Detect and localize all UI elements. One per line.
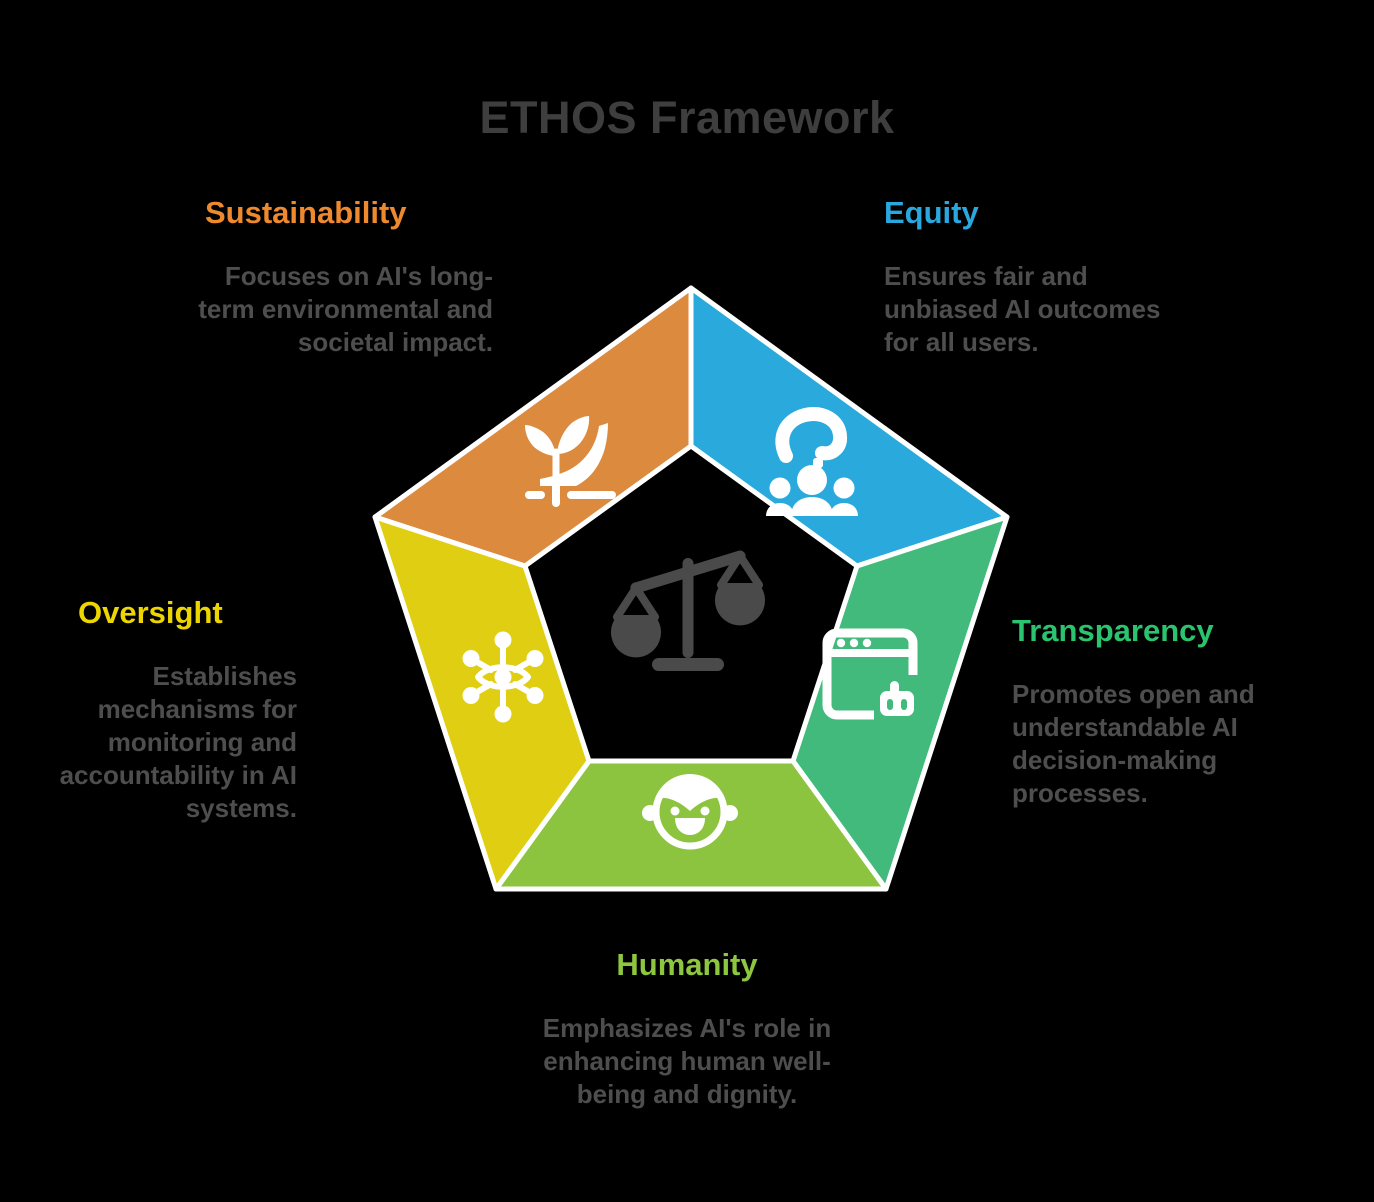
equity-heading: Equity	[884, 195, 979, 230]
sustainability-description: Focuses on AI's long-term environmental …	[198, 261, 493, 357]
equity-description: Ensures fair and unbiased AI outcomes fo…	[884, 261, 1161, 357]
section-humanity: Humanity Emphasizes AI's role in enhanci…	[527, 946, 847, 1111]
humanity-description: Emphasizes AI's role in enhancing human …	[542, 1013, 832, 1109]
section-transparency: Transparency Promotes open and understan…	[1012, 612, 1262, 810]
pentagon-segment-humanity	[493, 758, 889, 892]
section-oversight: Oversight Establishes mechanisms for mon…	[45, 594, 297, 825]
humanity-heading: Humanity	[616, 947, 758, 982]
section-sustainability: Sustainability Focuses on AI's long-term…	[198, 194, 493, 359]
transparency-description: Promotes open and understandable AI deci…	[1012, 679, 1255, 808]
balance-scale-icon	[611, 550, 765, 671]
people-question-icon	[766, 407, 858, 516]
oversight-heading: Oversight	[78, 595, 223, 630]
pentagon-segment-oversight	[372, 514, 592, 892]
sustainability-heading: Sustainability	[205, 195, 407, 230]
page-title: ETHOS Framework	[479, 92, 895, 143]
section-equity: Equity Ensures fair and unbiased AI outc…	[884, 194, 1170, 359]
oversight-description: Establishes mechanisms for monitoring an…	[59, 661, 297, 823]
child-face-icon	[642, 774, 738, 850]
sprout-hand-icon	[525, 416, 616, 507]
eye-network-icon	[462, 631, 544, 723]
browser-robot-icon	[822, 628, 924, 723]
transparency-heading: Transparency	[1012, 613, 1214, 648]
